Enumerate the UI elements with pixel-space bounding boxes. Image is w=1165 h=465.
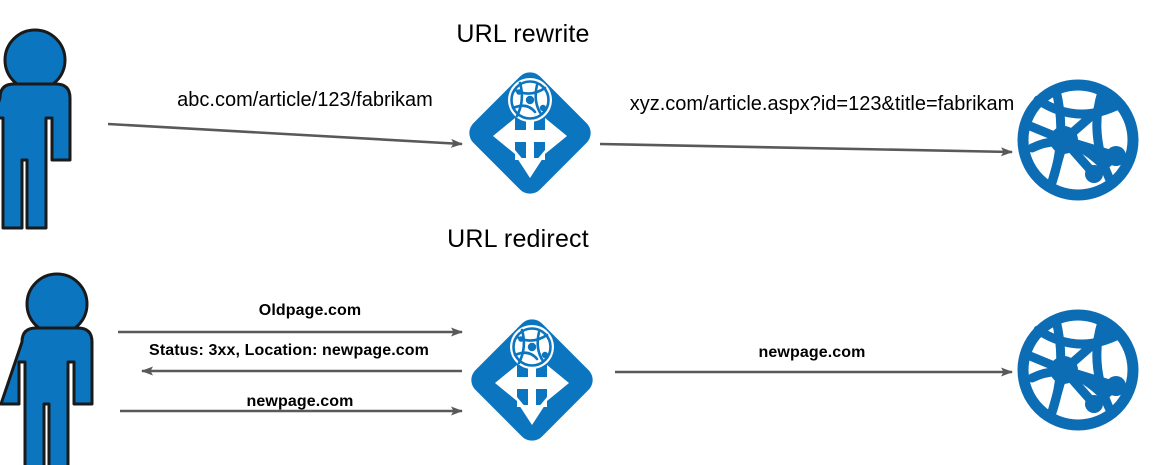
arrow-router-to-server-rewrite (599, 142, 1013, 157)
flow-label-request-newpage: newpage.com (246, 393, 354, 410)
section-title-url-rewrite: URL rewrite (456, 20, 590, 48)
flow-label-response-redirect: Status: 3xx, Location: newpage.com (149, 342, 429, 359)
flow-label-request-oldpage: Oldpage.com (258, 302, 362, 319)
flow-label-client-to-router-rewrite: abc.com/article/123/fabrikam (177, 89, 433, 111)
arrow-client-to-router-rewrite (107, 122, 463, 148)
section-title-url-redirect: URL redirect (447, 225, 589, 253)
flow-label-router-to-server-rewrite: xyz.com/article.aspx?id=123&title=fabrik… (629, 93, 1015, 115)
flow-label-router-to-server-newpage: newpage.com (758, 344, 866, 361)
